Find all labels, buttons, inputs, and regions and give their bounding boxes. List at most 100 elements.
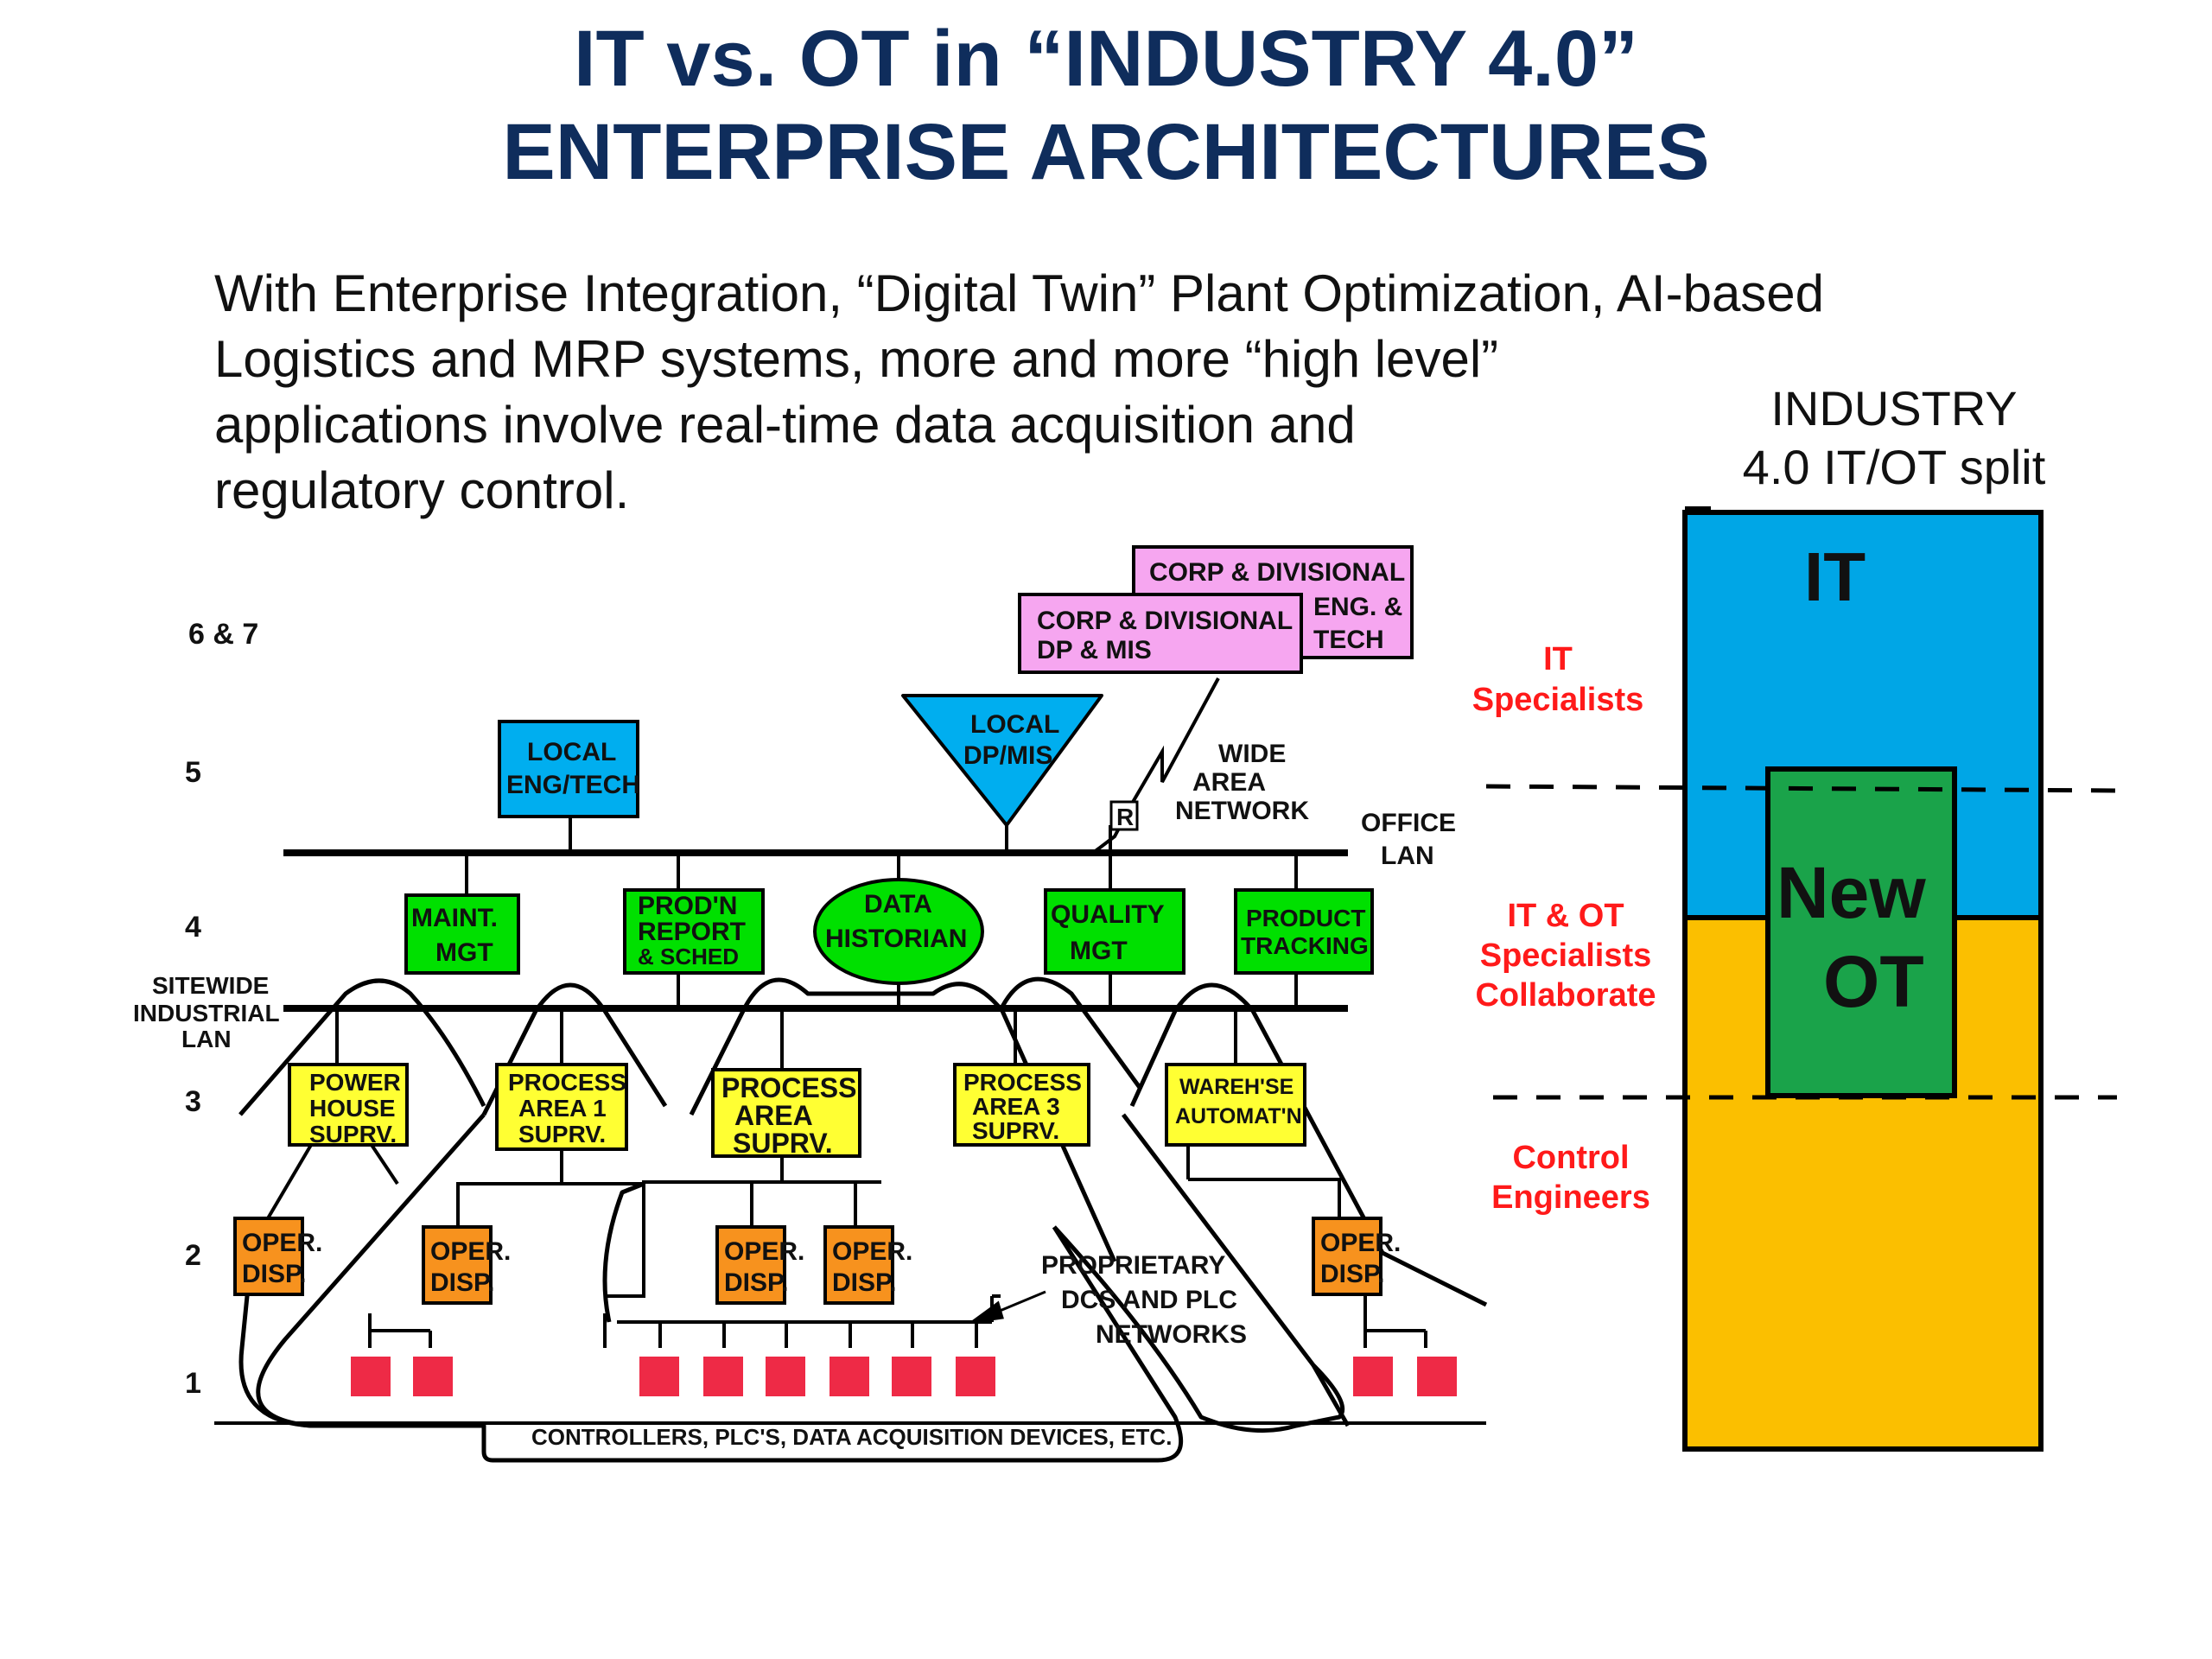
oper-disp-box [422,1225,493,1305]
prodn-line: PROD'N [638,892,737,920]
powerhouse-line: POWER [309,1069,401,1096]
router-label: R [1116,804,1134,830]
corp-dp-line: DP & MIS [1037,636,1152,664]
controller-device [639,1357,679,1396]
intro-line: applications involve real-time data acqu… [214,396,1356,454]
local-dp-line: LOCAL [970,710,1059,739]
corp-dp-mis-box [1018,593,1303,674]
maint-mgt-box [404,893,520,975]
controller-device [1353,1357,1393,1396]
wan-line: WIDE [1218,740,1286,768]
level-label-2: 2 [185,1239,201,1272]
area3-line: SUPRV. [972,1117,1059,1144]
level-label-4: 4 [185,911,201,944]
controller-device [830,1357,869,1396]
controller-device [766,1357,805,1396]
tracking-line: TRACKING [1241,932,1369,959]
level-label-1: 1 [185,1367,201,1400]
oper-line: OPER. [724,1237,804,1266]
maint-line: MAINT. [411,904,498,932]
prodn-line: & SCHED [638,944,739,969]
level-label-6-7: 6 & 7 [188,618,258,651]
corp-eng-line: CORP & DIVISIONAL [1149,558,1405,587]
controllers-label: CONTROLLERS, PLC'S, DATA ACQUISITION DEV… [531,1424,1172,1450]
controller-device [703,1357,743,1396]
oper-line: OPER. [832,1237,912,1266]
it-specialists-line: Specialists [1472,682,1644,718]
quality-mgt-box [1044,888,1185,975]
powerhouse-line: SUPRV. [309,1121,397,1147]
network-domain-triangle-2 [481,982,668,1116]
quality-line: QUALITY [1051,900,1165,929]
area1-line: PROCESS [508,1069,626,1096]
area1-line: SUPRV. [518,1121,606,1147]
warehouse-box [1165,1063,1306,1147]
it-label: IT [1804,538,1866,615]
local-eng-line: ENG/TECH [506,771,640,799]
proprietary-line: PROPRIETARY [1041,1251,1225,1280]
split-heading-line: INDUSTRY [1770,381,2017,435]
quality-line: MGT [1070,937,1128,965]
historian-line: HISTORIAN [825,925,967,953]
sitewide-line: SITEWIDE [152,972,269,999]
corp-dp-line: CORP & DIVISIONAL [1037,607,1293,635]
area2-line: PROCESS [721,1072,856,1103]
maint-line: MGT [435,938,493,967]
local-eng-tech-box [498,720,639,818]
controller-device [892,1357,931,1396]
collab-line: Specialists [1480,938,1652,974]
oper-line: DISP. [1320,1260,1385,1288]
tracking-line: PRODUCT [1246,905,1365,931]
oper-line: OPER. [242,1229,322,1257]
controller-device [413,1357,453,1396]
level-label-3: 3 [185,1085,201,1118]
office-lan-label: LAN [1381,842,1434,870]
split-heading-line: 4.0 IT/OT split [1743,440,2046,494]
level-label-5: 5 [185,756,201,789]
process-area-box [711,1068,861,1158]
collab-line: IT & OT [1507,898,1624,934]
intro-line: Logistics and MRP systems, more and more… [214,330,1499,388]
it-specialists-line: IT [1543,641,1573,677]
control-line: Control [1512,1140,1629,1176]
prodn-report-box [623,888,765,975]
control-line: Engineers [1491,1179,1650,1216]
network-domain-triangle-5 [1129,982,1488,1307]
area3-line: PROCESS [963,1069,1082,1096]
intro-line: With Enterprise Integration, “Digital Tw… [214,264,1825,322]
corp-eng-line: ENG. & [1313,593,1402,621]
corp-eng-line: TECH [1313,626,1384,654]
area2-line: SUPRV. [733,1128,833,1159]
title-line-1: IT vs. OT in “INDUSTRY 4.0” [573,15,1639,103]
oper-disp-box [823,1225,894,1305]
area2-line: AREA [734,1100,813,1131]
title-line-2: ENTERPRISE ARCHITECTURES [502,108,1710,196]
powerhouse-line: HOUSE [309,1095,396,1122]
sitewide-line: INDUSTRIAL [133,1000,280,1027]
office-lan-label: OFFICE [1361,809,1456,837]
intro-line: regulatory control. [214,461,630,519]
process-area-1-box [495,1063,628,1151]
oper-line: OPER. [1320,1229,1401,1257]
oper-line: DISP. [724,1268,789,1297]
network-domain-outline-inner [602,1181,645,1323]
oper-disp-box [715,1225,786,1305]
oper-disp-box [233,1217,304,1296]
controller-device [351,1357,391,1396]
powerhouse-box [288,1063,409,1147]
network-domain-outline-large [256,1113,1184,1463]
wan-line: AREA [1192,768,1266,797]
oper-line: DISP. [832,1268,897,1297]
wan-line: NETWORK [1175,797,1309,825]
product-tracking-box [1234,888,1374,975]
proprietary-line: DCS AND PLC [1061,1286,1237,1314]
process-area-3-box [953,1063,1090,1147]
data-historian-ellipse [813,878,984,985]
network-domain-triangle-3 [689,977,1117,1263]
network-domain-triangle-4 [1000,976,1143,1090]
oper-line: DISP. [430,1268,495,1297]
historian-line: DATA [864,890,932,918]
area1-line: AREA 1 [518,1095,607,1122]
new-ot-line: New [1777,852,1926,933]
